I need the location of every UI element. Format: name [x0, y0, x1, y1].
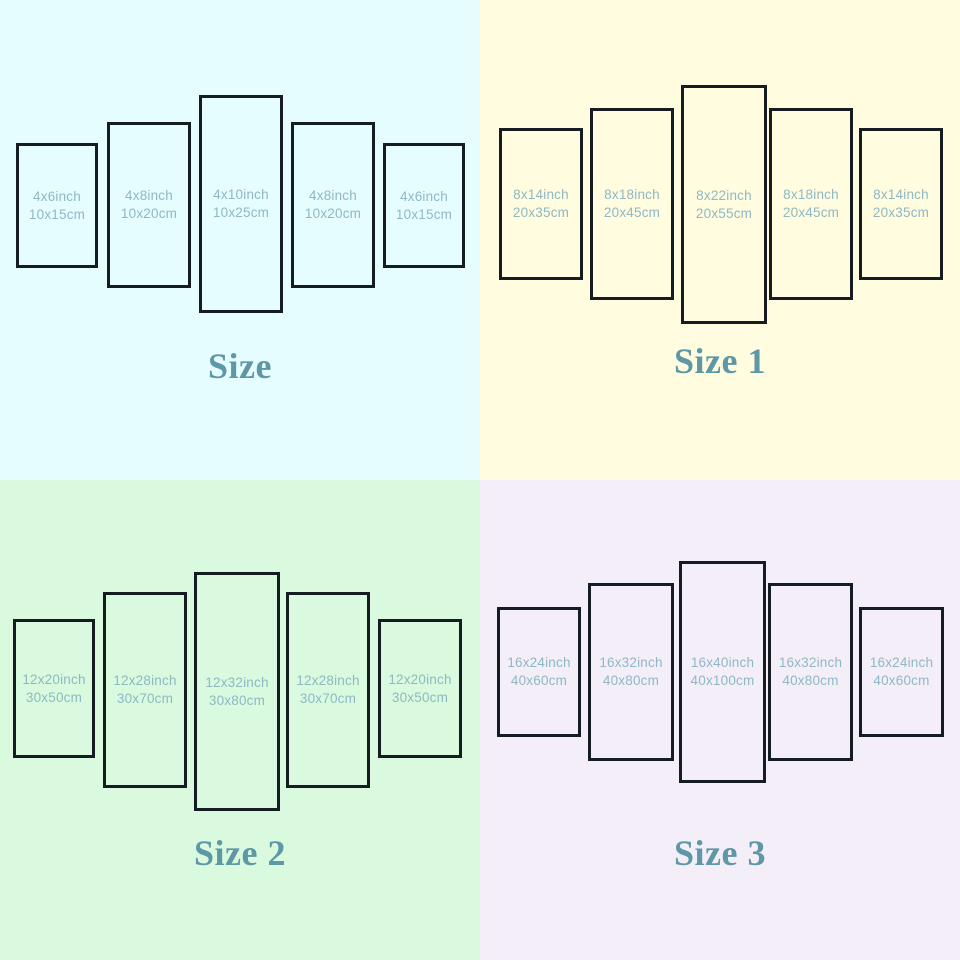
size-panel-cm: 20x45cm [782, 205, 840, 220]
size-panel-inch: 12x28inch [296, 673, 360, 689]
size-panel-cm: 40x100cm [690, 673, 755, 688]
size-panel-inch: 12x20inch [22, 671, 86, 687]
size-panel-cm: 20x35cm [872, 205, 930, 220]
size-panel-label: 4x6inch 10x15cm [396, 188, 452, 224]
size-panel[interactable]: 16x24inch 40x60cm [859, 607, 944, 737]
size-panel-inch: 12x20inch [388, 671, 452, 687]
size-panel[interactable]: 8x14inch 20x35cm [859, 128, 943, 280]
size-panel-cm: 10x15cm [28, 206, 86, 222]
panel-group: 4x6inch 10x15cm 4x8inch 10x20cm 4x10inch 10x2… [0, 0, 480, 355]
size-panel-inch: 8x18inch [604, 187, 660, 203]
size-panel-cm: 10x25cm [212, 205, 270, 220]
size-panel-label: 4x6inch 10x15cm [29, 188, 85, 224]
size-panel-inch: 16x24inch [869, 655, 934, 671]
size-panel-inch: 4x6inch [33, 188, 81, 204]
size-panel[interactable]: 4x10inch 10x25cm [199, 95, 283, 313]
size-panel[interactable]: 8x14inch 20x35cm [499, 128, 583, 280]
quadrant-size: 4x6inch 10x15cm 4x8inch 10x20cm 4x10inch 10x2… [0, 0, 480, 480]
size-panel-cm: 20x45cm [603, 205, 661, 220]
size-panel-cm: 40x80cm [602, 673, 660, 688]
size-panel[interactable]: 12x28inch 30x70cm [103, 592, 187, 788]
size-panel-label: 8x18inch 20x45cm [604, 186, 660, 222]
size-panel-label: 16x24inch 40x60cm [507, 654, 570, 690]
size-panel-inch: 16x32inch [778, 655, 843, 671]
size-panel-cm: 20x35cm [512, 205, 570, 220]
size-panel-label: 8x14inch 20x35cm [513, 186, 569, 222]
size-panel[interactable]: 12x20inch 30x50cm [378, 619, 462, 758]
size-panel-cm: 10x15cm [395, 206, 453, 222]
size-panel-inch: 16x24inch [507, 655, 571, 671]
panel-group: 8x14inch 20x35cm 8x18inch 20x45cm 8x22inch 20… [480, 0, 960, 355]
size-panel[interactable]: 4x6inch 10x15cm [383, 143, 465, 268]
size-panel-label: 12x20inch 30x50cm [388, 671, 451, 707]
size-panel[interactable]: 8x18inch 20x45cm [769, 108, 853, 300]
size-panel-inch: 4x8inch [309, 188, 357, 204]
quadrant-title: Size [208, 346, 272, 386]
size-panel[interactable]: 16x32inch 40x80cm [588, 583, 674, 761]
size-panel-inch: 12x32inch [205, 674, 269, 690]
panel-group: 16x24inch 40x60cm 16x32inch 40x80cm 16x40inc… [480, 480, 960, 835]
size-panel-label: 4x8inch 10x20cm [305, 187, 361, 223]
size-panel-cm: 30x80cm [208, 692, 266, 708]
size-panel-cm: 30x50cm [391, 689, 449, 705]
size-panel-label: 4x10inch 10x25cm [213, 186, 269, 222]
size-panel[interactable]: 8x22inch 20x55cm [681, 85, 767, 324]
size-panel-label: 8x14inch 20x35cm [873, 186, 929, 222]
size-panel[interactable]: 12x28inch 30x70cm [286, 592, 370, 788]
quadrant-size-1: 8x14inch 20x35cm 8x18inch 20x45cm 8x22inch 20… [480, 0, 960, 480]
quadrant-title: Size 2 [194, 833, 286, 873]
size-panel-label: 12x32inch 30x80cm [205, 674, 268, 710]
size-panel[interactable]: 12x32inch 30x80cm [194, 572, 280, 811]
size-panel[interactable]: 4x8inch 10x20cm [291, 122, 375, 288]
quadrant-size-2: 12x20inch 30x50cm 12x28inch 30x70cm 12x32inc… [0, 480, 480, 960]
size-panel-cm: 30x70cm [299, 691, 357, 706]
size-panel-inch: 4x6inch [400, 188, 448, 204]
panel-group: 12x20inch 30x50cm 12x28inch 30x70cm 12x32inc… [0, 480, 480, 835]
size-panel-label: 8x22inch 20x55cm [696, 187, 752, 223]
size-panel-inch: 8x22inch [696, 187, 752, 203]
size-panel-label: 16x40inch 40x100cm [691, 654, 755, 690]
size-panel-cm: 40x80cm [782, 673, 839, 688]
size-panel-label: 12x28inch 30x70cm [296, 672, 359, 708]
size-panel-cm: 10x20cm [304, 206, 362, 221]
size-panel[interactable]: 4x8inch 10x20cm [107, 122, 191, 288]
size-panel-cm: 30x50cm [25, 689, 83, 705]
size-panel-inch: 4x8inch [125, 188, 173, 204]
size-panel-inch: 8x14inch [513, 187, 569, 203]
size-panel-inch: 8x18inch [783, 187, 839, 203]
size-panel[interactable]: 12x20inch 30x50cm [13, 619, 95, 758]
size-panel-inch: 8x14inch [873, 187, 929, 203]
size-panel-label: 16x32inch 40x80cm [779, 654, 842, 690]
size-panel-label: 4x8inch 10x20cm [121, 187, 177, 223]
size-panel-label: 12x20inch 30x50cm [22, 671, 85, 707]
size-panel-inch: 16x40inch [690, 655, 755, 671]
size-panel-label: 16x24inch 40x60cm [870, 654, 933, 690]
size-panel-cm: 20x55cm [695, 205, 753, 221]
size-panel-cm: 40x60cm [873, 673, 930, 688]
size-panel-label: 12x28inch 30x70cm [113, 672, 176, 708]
size-panel-cm: 10x20cm [120, 206, 178, 221]
size-panel-inch: 12x28inch [113, 673, 177, 689]
size-panel[interactable]: 16x24inch 40x60cm [497, 607, 581, 737]
size-panel-label: 8x18inch 20x45cm [783, 186, 839, 222]
size-panel[interactable]: 16x40inch 40x100cm [679, 561, 766, 783]
size-panel[interactable]: 4x6inch 10x15cm [16, 143, 98, 268]
size-panel-cm: 40x60cm [510, 673, 568, 688]
size-panel-cm: 30x70cm [116, 691, 174, 706]
size-panel-inch: 4x10inch [213, 187, 269, 203]
size-panel[interactable]: 16x32inch 40x80cm [768, 583, 853, 761]
size-panel-label: 16x32inch 40x80cm [599, 654, 662, 690]
quadrant-size-3: 16x24inch 40x60cm 16x32inch 40x80cm 16x40inc… [480, 480, 960, 960]
size-panel[interactable]: 8x18inch 20x45cm [590, 108, 674, 300]
size-panel-inch: 16x32inch [599, 655, 663, 671]
quadrant-title: Size 3 [674, 833, 766, 873]
quadrant-title: Size 1 [674, 341, 766, 381]
